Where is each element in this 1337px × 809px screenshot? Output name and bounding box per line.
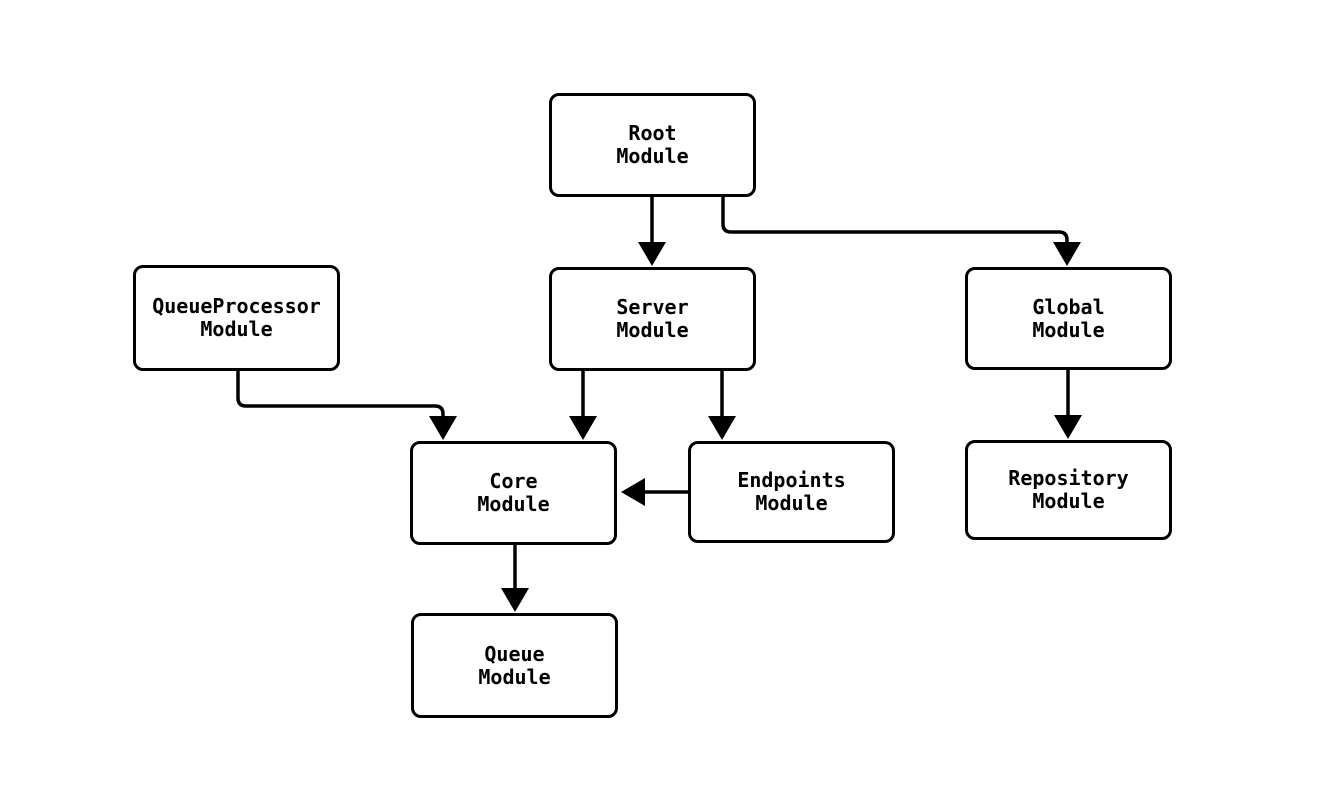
node-endpoints-module: Endpoints Module (688, 441, 895, 543)
node-server-module: Server Module (549, 267, 756, 371)
node-queue-module: Queue Module (411, 613, 618, 718)
node-repository-module: Repository Module (965, 440, 1172, 540)
node-queueprocessor-module: QueueProcessor Module (133, 265, 340, 371)
edge-queueprocessor-to-core (236, 371, 457, 440)
edge-root-to-global (721, 197, 1081, 266)
node-root-module: Root Module (549, 93, 756, 197)
node-core-module: Core Module (410, 441, 617, 545)
node-global-module: Global Module (965, 267, 1172, 370)
